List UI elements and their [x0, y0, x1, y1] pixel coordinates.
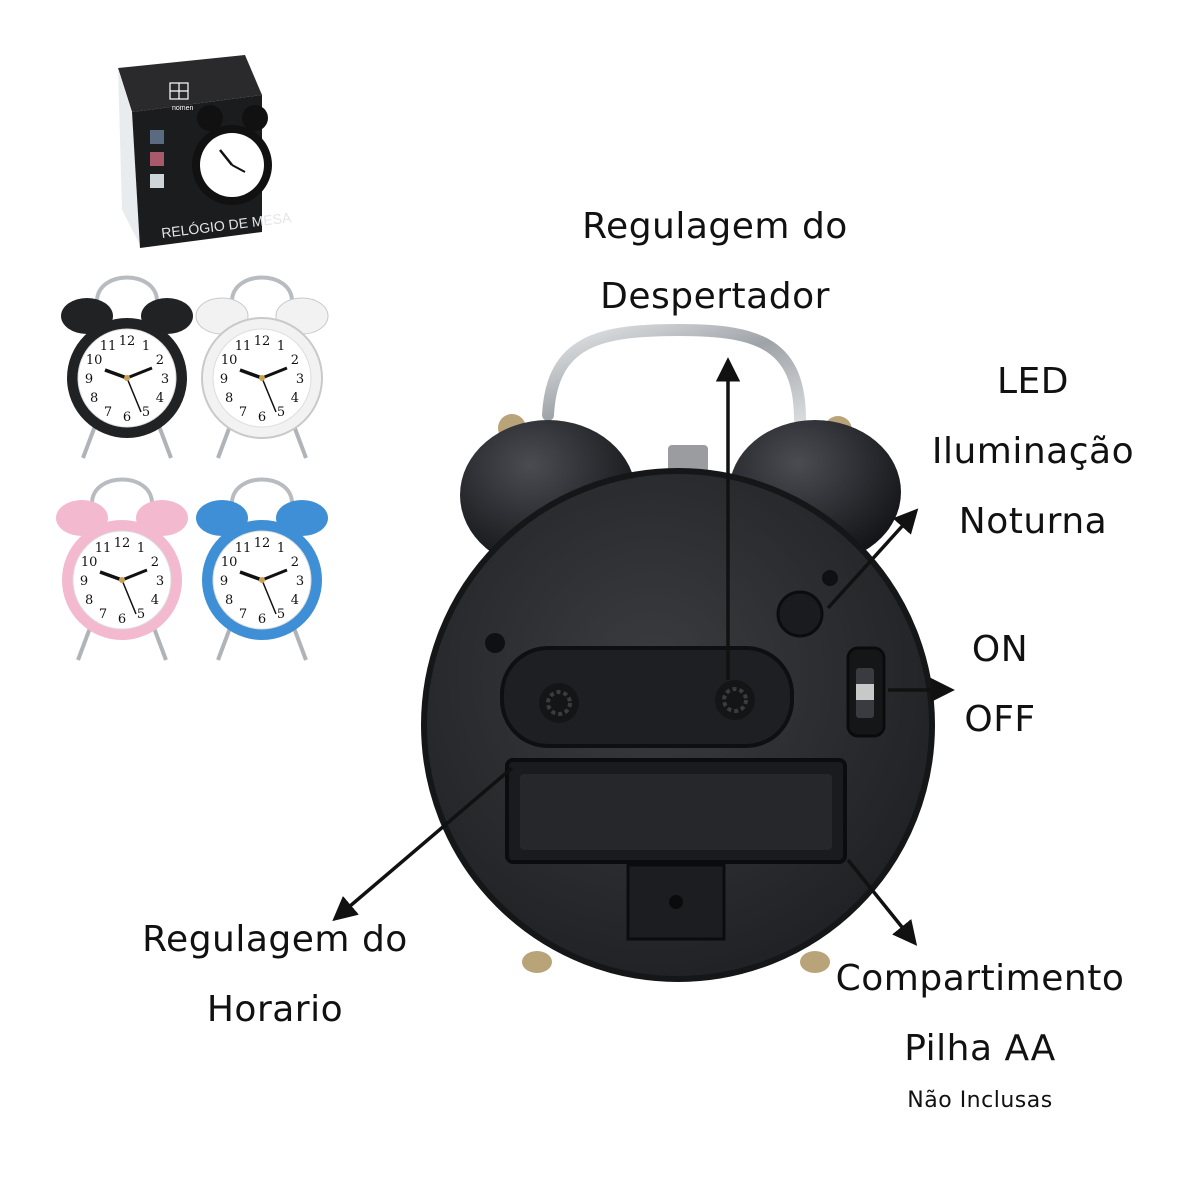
label-led-line2: Iluminação [931, 431, 1135, 472]
label-alarm-adjust-line1: Regulagem do [582, 206, 848, 247]
dial-number: 10 [221, 555, 238, 570]
dial-number: 1 [137, 541, 145, 556]
dial-number: 8 [85, 593, 93, 608]
label-alarm-adjust: Regulagem do Despertador [555, 192, 875, 332]
label-led-line1: LED [996, 361, 1070, 402]
dial-number: 5 [142, 405, 150, 420]
box-clock-image [192, 105, 272, 205]
dial-number: 11 [235, 339, 252, 354]
dial-number: 12 [114, 536, 131, 551]
dial-number: 9 [220, 574, 228, 589]
label-battery-line1: Compartimento [835, 958, 1125, 999]
dial-number: 7 [104, 405, 112, 420]
dial-number: 8 [90, 391, 98, 406]
dial-number: 10 [86, 353, 103, 368]
dial-number: 9 [80, 574, 88, 589]
dial-number: 9 [220, 372, 228, 387]
dial-number: 7 [239, 607, 247, 622]
dial-number: 12 [254, 536, 271, 551]
dial-number: 3 [296, 574, 304, 589]
dial-number: 10 [81, 555, 98, 570]
label-led: LED Iluminação Noturna [908, 347, 1158, 557]
dial-number: 8 [225, 593, 233, 608]
dial-number: 10 [221, 353, 238, 368]
dial-number: 6 [258, 410, 266, 425]
label-time-adjust-line2: Horario [206, 989, 344, 1030]
dial-number: 1 [277, 339, 285, 354]
dial-number: 12 [119, 334, 136, 349]
dial-number: 6 [123, 410, 131, 425]
dial-number: 2 [291, 353, 299, 368]
dial-number: 11 [100, 339, 117, 354]
box-brand: nomen [172, 105, 194, 112]
label-battery: Compartimento Pilha AA Não Inclusas [810, 944, 1150, 1118]
dial-number: 8 [225, 391, 233, 406]
dial-number: 9 [85, 372, 93, 387]
dial-number: 6 [258, 612, 266, 627]
alarm-adjust-knob [715, 680, 755, 720]
dial-number: 3 [296, 372, 304, 387]
label-time-adjust: Regulagem do Horario [115, 905, 435, 1045]
dial-number: 2 [151, 555, 159, 570]
dial-number: 5 [137, 607, 145, 622]
callout-arrows [332, 357, 955, 946]
arrow-time-adjust [332, 766, 514, 922]
dial-number: 12 [254, 334, 271, 349]
label-switch-on: ON [971, 629, 1029, 670]
arrow-led [826, 508, 919, 610]
carry-handle [542, 323, 806, 426]
dial-number: 11 [95, 541, 112, 556]
label-alarm-adjust-line2: Despertador [600, 276, 830, 317]
brand-logo [169, 82, 189, 100]
dial-number: 3 [161, 372, 169, 387]
dial-number: 4 [291, 593, 299, 608]
knob-slot [500, 646, 794, 748]
label-battery-note: Não Inclusas [907, 1088, 1053, 1113]
arrow-battery [846, 858, 918, 946]
label-time-adjust-line1: Regulagem do [142, 919, 408, 960]
label-switch: ON OFF [940, 615, 1060, 755]
dial-number: 1 [277, 541, 285, 556]
label-battery-line2: Pilha AA [904, 1028, 1056, 1069]
dial-number: 2 [156, 353, 164, 368]
dial-number: 1 [142, 339, 150, 354]
dial-number: 4 [291, 391, 299, 406]
dial-number: 5 [277, 405, 285, 420]
dial-number: 4 [156, 391, 164, 406]
alarm-clock-back-view [421, 323, 935, 982]
label-switch-off: OFF [964, 699, 1036, 740]
dial-number: 5 [277, 607, 285, 622]
product-box: nomen RELÓGIO DE MESA [118, 55, 293, 248]
label-led-line3: Noturna [958, 501, 1108, 542]
dial-number: 4 [151, 593, 159, 608]
dial-number: 6 [118, 612, 126, 627]
time-adjust-knob [539, 683, 579, 723]
dial-number: 11 [235, 541, 252, 556]
dial-number: 7 [239, 405, 247, 420]
dial-number: 3 [156, 574, 164, 589]
led-button [776, 590, 824, 638]
dial-number: 2 [291, 555, 299, 570]
dial-number: 7 [99, 607, 107, 622]
